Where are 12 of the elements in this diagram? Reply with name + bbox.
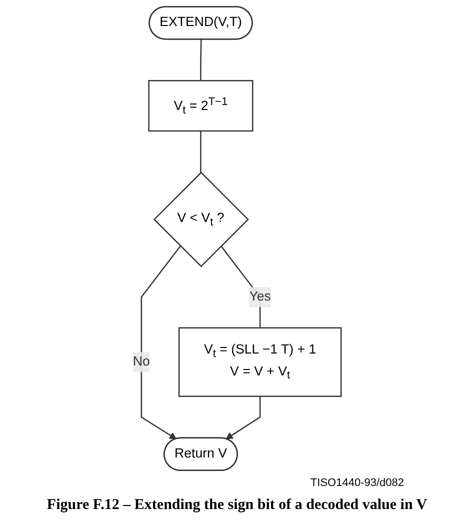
connector (200, 130, 202, 173)
connector (220, 246, 261, 328)
arrow (140, 246, 181, 440)
edge-label: No (132, 354, 150, 369)
edge-label: Yes (249, 290, 271, 304)
figure-caption: Figure F.12 – Extending the sign bit of a decoded value in V (46, 497, 428, 514)
node-box: V$_{t}$ = 2$^{T−1}$ (148, 80, 254, 132)
node-box: V$_{t}$ = (SLL −1 T) + 1 V = V + V$_{t}$ (178, 327, 342, 397)
node-diamond: V < V$_{t}$ ? (153, 172, 249, 268)
figure-code: TISO1440-93/d082 (310, 477, 404, 489)
connector (200, 39, 202, 81)
arrow (226, 396, 261, 440)
